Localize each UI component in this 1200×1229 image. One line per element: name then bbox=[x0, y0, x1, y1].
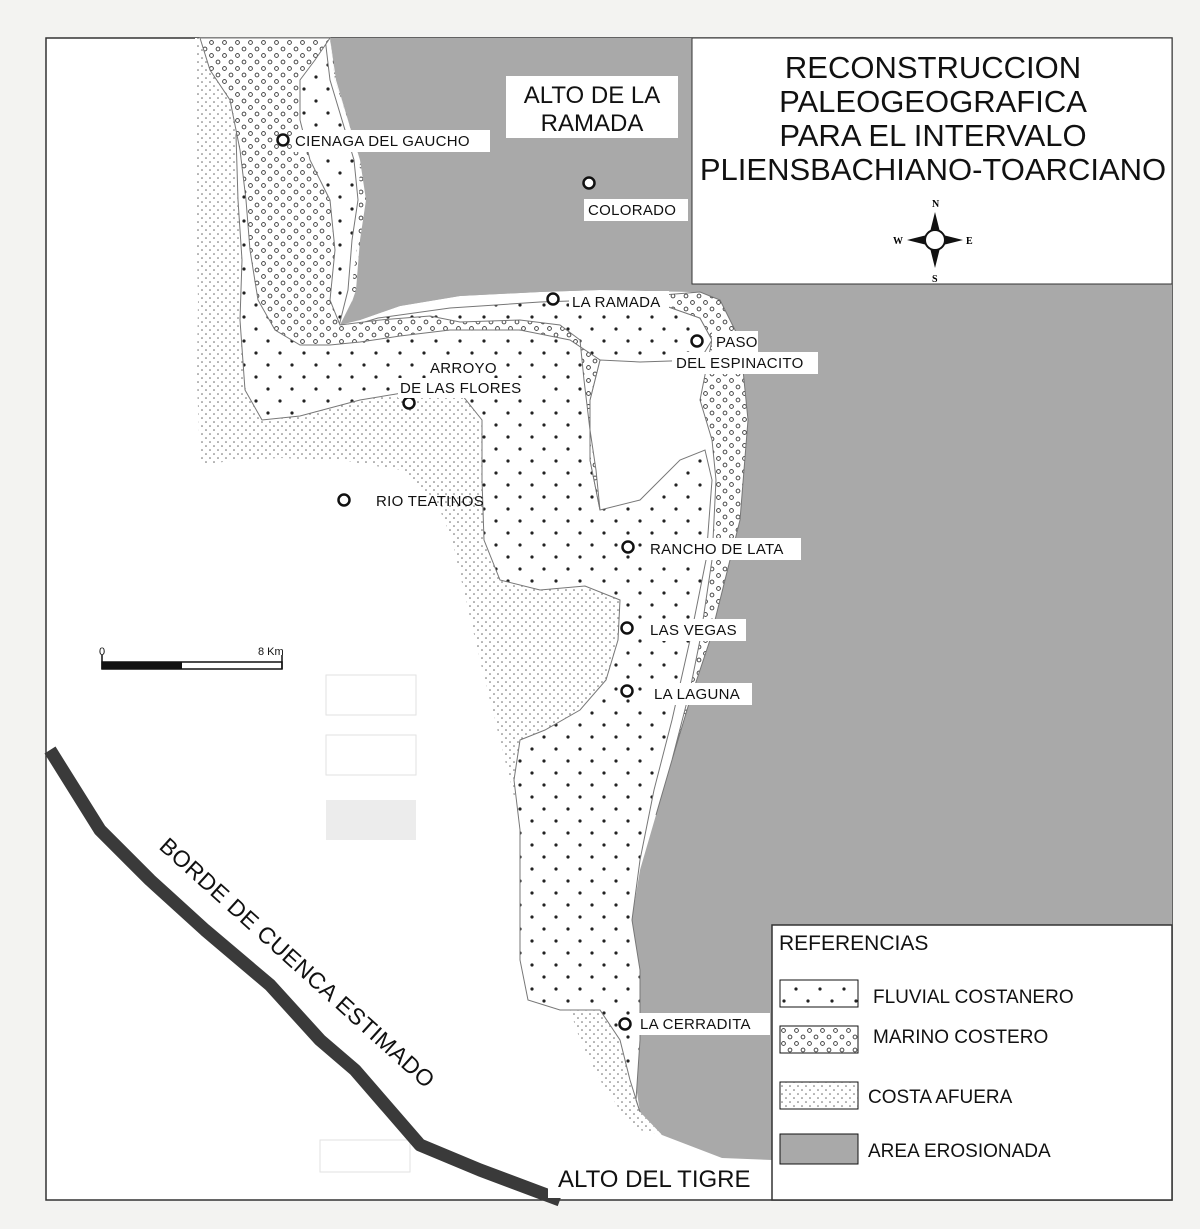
area-erosionada bbox=[330, 38, 1172, 1200]
locality-marker-icon bbox=[402, 396, 416, 410]
legend-title: REFERENCIAS bbox=[779, 932, 928, 955]
locality-marker-icon bbox=[621, 540, 635, 554]
compass-rose-icon: N S W E bbox=[893, 199, 973, 285]
compass-s: S bbox=[932, 274, 938, 285]
locality-label: LA LAGUNA bbox=[654, 686, 740, 703]
legend-label-marino: MARINO COSTERO bbox=[873, 1027, 1048, 1048]
legend-swatch-marino bbox=[779, 1025, 859, 1054]
locality-marker-icon bbox=[690, 334, 704, 348]
locality-label: LAS VEGAS bbox=[650, 622, 737, 639]
legend-label-costa: COSTA AFUERA bbox=[868, 1087, 1013, 1108]
locality-label: COLORADO bbox=[588, 202, 676, 219]
basin-border-band bbox=[44, 746, 563, 1207]
locality-rancho-de-lata: RANCHO DE LATA bbox=[621, 538, 801, 560]
locality-marker-icon bbox=[337, 493, 351, 507]
alto-ramada-label-bg bbox=[506, 76, 678, 138]
locality-marker-icon bbox=[620, 621, 634, 635]
locality-label: RIO TEATINOS bbox=[376, 493, 484, 510]
legend-swatch-costa bbox=[779, 1081, 859, 1110]
locality-label: CIENAGA DEL GAUCHO bbox=[295, 133, 470, 150]
compass-n: N bbox=[932, 199, 940, 210]
locality-label-line-2: DEL ESPINACITO bbox=[676, 355, 804, 372]
alto-tigre-label: ALTO DEL TIGRE bbox=[558, 1166, 751, 1193]
locality-marker-icon bbox=[276, 133, 290, 147]
legend-swatch-erosion bbox=[779, 1133, 859, 1165]
locality-rio-teatinos: RIO TEATINOS bbox=[337, 493, 484, 510]
locality-marker-icon bbox=[582, 176, 596, 190]
locality-label: ARROYO bbox=[430, 360, 497, 377]
legend-label-erosion: AREA EROSIONADA bbox=[868, 1141, 1051, 1162]
locality-label: LA CERRADITA bbox=[640, 1016, 751, 1033]
alto-ramada-label-1: ALTO DE LA bbox=[524, 82, 661, 109]
map-title-line-2: PALEOGEOGRAFICA bbox=[779, 84, 1087, 119]
compass-e: E bbox=[966, 236, 973, 247]
locality-arroyo-de-las-flores: ARROYO DE LAS FLORES bbox=[398, 358, 536, 410]
scale-bar: 0 8 Km bbox=[99, 646, 284, 670]
ghost-bleed-through bbox=[319, 674, 417, 1173]
locality-la-laguna: LA LAGUNA bbox=[620, 683, 752, 705]
locality-la-ramada: LA RAMADA bbox=[546, 291, 669, 313]
locality-marker-icon bbox=[618, 1017, 632, 1031]
locality-marker-icon bbox=[620, 684, 634, 698]
map-title-line-4: PLIENSBACHIANO-TOARCIANO bbox=[700, 152, 1166, 187]
locality-paso-del-espinacito: PASO DEL ESPINACITO bbox=[672, 331, 818, 374]
legend: REFERENCIAS FLUVIAL COSTANERO MARINO COS… bbox=[771, 924, 1173, 1201]
alto-tigre-label-bg bbox=[548, 1160, 770, 1198]
locality-marker-icon bbox=[546, 292, 560, 306]
locality-las-vegas: LAS VEGAS bbox=[620, 619, 746, 641]
map-title-line-1: RECONSTRUCCION bbox=[785, 50, 1081, 85]
locality-cienaga-del-gaucho: CIENAGA DEL GAUCHO bbox=[276, 130, 490, 152]
locality-label-line-2: DE LAS FLORES bbox=[400, 380, 521, 397]
map-title-line-3: PARA EL INTERVALO bbox=[779, 118, 1086, 153]
legend-label-fluvial: FLUVIAL COSTANERO bbox=[873, 987, 1074, 1008]
legend-swatch-fluvial bbox=[779, 979, 859, 1008]
compass-w: W bbox=[893, 236, 903, 247]
locality-label: PASO bbox=[716, 334, 758, 351]
scale-end-label: 8 Km bbox=[258, 646, 284, 658]
alto-ramada-label-2: RAMADA bbox=[541, 110, 644, 137]
locality-la-cerradita: LA CERRADITA bbox=[618, 1013, 770, 1035]
locality-colorado: COLORADO bbox=[582, 176, 688, 221]
scale-start-label: 0 bbox=[99, 646, 105, 658]
locality-label: LA RAMADA bbox=[572, 294, 661, 311]
locality-label: RANCHO DE LATA bbox=[650, 541, 784, 558]
